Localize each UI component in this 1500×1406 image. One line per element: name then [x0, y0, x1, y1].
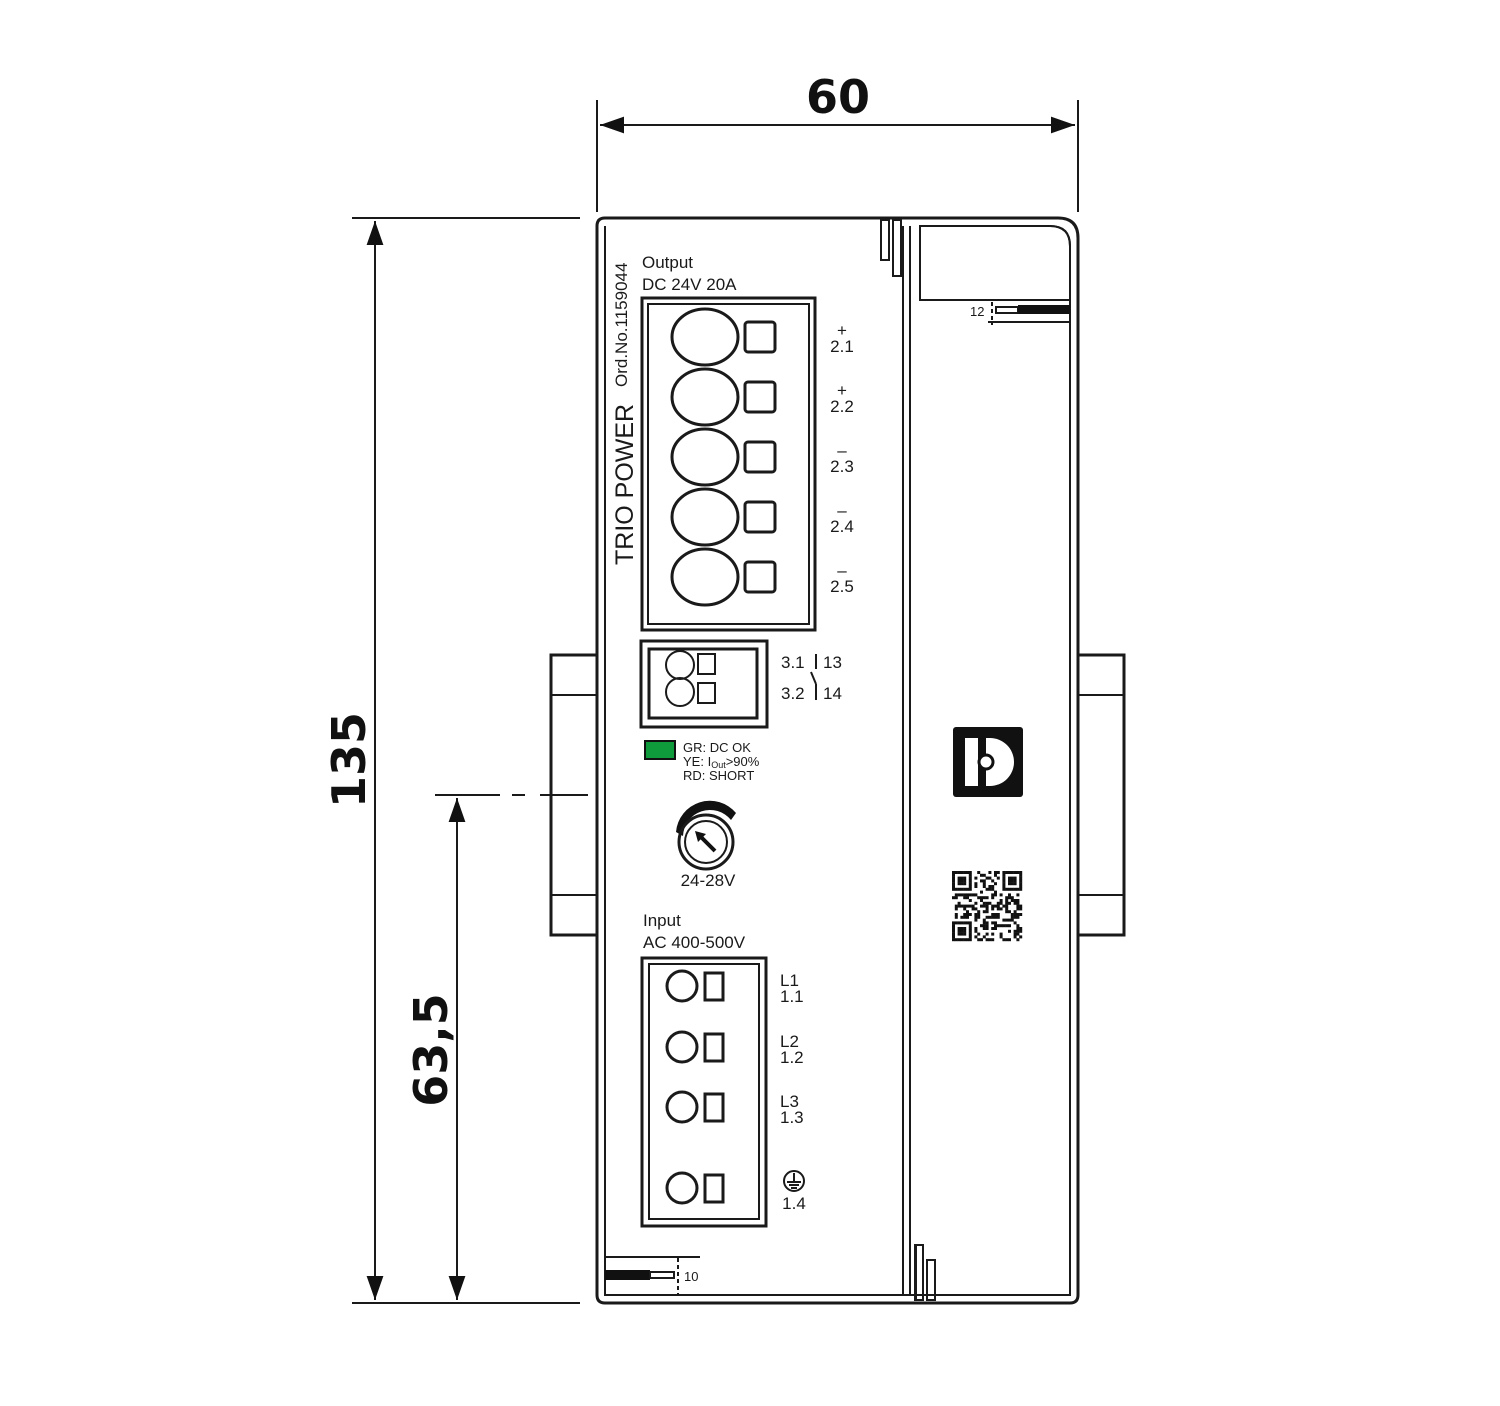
input-terminal: L11.1 [665, 969, 804, 1006]
brand-text: TRIO POWER [611, 404, 639, 565]
terminal-release [703, 1032, 725, 1063]
output-terminal: +2.2 [670, 367, 854, 427]
terminal-name: L2 [780, 1032, 799, 1051]
terminal-polarity: – [837, 501, 847, 520]
width-dimension: 60 [596, 70, 1079, 212]
output-rating: DC 24V 20A [642, 275, 737, 294]
terminal-id: 1.2 [780, 1048, 804, 1067]
terminal-clamp [665, 1090, 699, 1124]
terminal-id: 1.1 [780, 987, 804, 1006]
qr-code [952, 871, 1023, 942]
rail-height-value: 63,5 [404, 993, 458, 1107]
terminal-clamp [670, 487, 740, 547]
terminal-release [743, 320, 777, 354]
housing [595, 216, 1080, 1305]
terminal-id: 1.3 [780, 1108, 804, 1127]
input-terminal-block [640, 956, 768, 1228]
output-terminal: –2.5 [670, 547, 854, 607]
terminal-release [743, 440, 777, 474]
terminal-clamp [670, 367, 740, 427]
terminal-release [703, 1092, 725, 1123]
terminal-release [743, 380, 777, 414]
signal-t1: 3.1 [781, 653, 805, 672]
strip-length-input-label: 10 [684, 1269, 698, 1284]
led-yellow-legend: YE: IOut>90% [683, 754, 760, 770]
terminal-id: 2.1 [830, 337, 854, 356]
terminal-polarity: + [837, 381, 847, 400]
output-terminal: –2.3 [670, 427, 854, 487]
product-label: TRIO POWER Ord.No.1159044 [611, 263, 639, 565]
terminal-release [703, 971, 725, 1002]
terminal-clamp [670, 547, 740, 607]
input-terminal: 1.4 [665, 1170, 806, 1213]
terminal-polarity: + [837, 321, 847, 340]
signal-t2: 3.2 [781, 684, 805, 703]
voltage-potentiometer[interactable] [676, 800, 736, 871]
height-value: 135 [322, 712, 376, 808]
strip-length-output-label: 12 [970, 304, 984, 319]
din-rail-clip-right [1076, 653, 1126, 937]
output-title: Output [642, 253, 693, 272]
signal-terminal-block [639, 639, 769, 729]
terminal-release [703, 1173, 725, 1204]
terminal-clamp [665, 969, 699, 1003]
input-terminal: L31.3 [665, 1090, 804, 1127]
led-green-legend: GR: DC OK [683, 740, 751, 755]
strip-length-input: 10 [605, 1256, 700, 1295]
terminal-clamp [670, 307, 740, 367]
terminal-id: 2.3 [830, 457, 854, 476]
led-red-legend: RD: SHORT [683, 768, 754, 783]
terminal-id: 2.4 [830, 517, 854, 536]
terminal-clamp [665, 1030, 699, 1064]
rail-height-dimension: 63,5 [404, 794, 588, 1300]
output-terminal: +2.1 [670, 307, 854, 367]
output-terminal: –2.4 [670, 487, 854, 547]
terminal-release [743, 560, 777, 594]
output-terminal-block [640, 296, 817, 632]
input-rating: AC 400-500V [643, 933, 746, 952]
height-dimension: 135 [322, 217, 580, 1304]
signal-t2b: 14 [823, 684, 842, 703]
terminal-polarity: – [837, 441, 847, 460]
terminal-polarity: – [837, 561, 847, 580]
terminal-id: 2.2 [830, 397, 854, 416]
terminal-name: L1 [780, 971, 799, 990]
width-value: 60 [806, 70, 870, 124]
relay-contact-label: 3.1 3.2 13 14 [781, 653, 842, 703]
phoenix-logo [953, 727, 1023, 797]
terminal-release [743, 500, 777, 534]
terminal-id: 1.4 [782, 1194, 806, 1213]
terminal-clamp [670, 427, 740, 487]
terminal-clamp [665, 1171, 699, 1205]
strip-length-output: 12 [970, 302, 1070, 325]
terminal-name: L3 [780, 1092, 799, 1111]
input-terminal: L21.2 [665, 1030, 804, 1067]
status-led [644, 740, 676, 760]
signal-t1b: 13 [823, 653, 842, 672]
ground-icon [783, 1170, 805, 1192]
terminal-id: 2.5 [830, 577, 854, 596]
order-number: Ord.No.1159044 [612, 263, 631, 387]
potentiometer-range: 24-28V [681, 871, 736, 890]
input-title: Input [643, 911, 681, 930]
